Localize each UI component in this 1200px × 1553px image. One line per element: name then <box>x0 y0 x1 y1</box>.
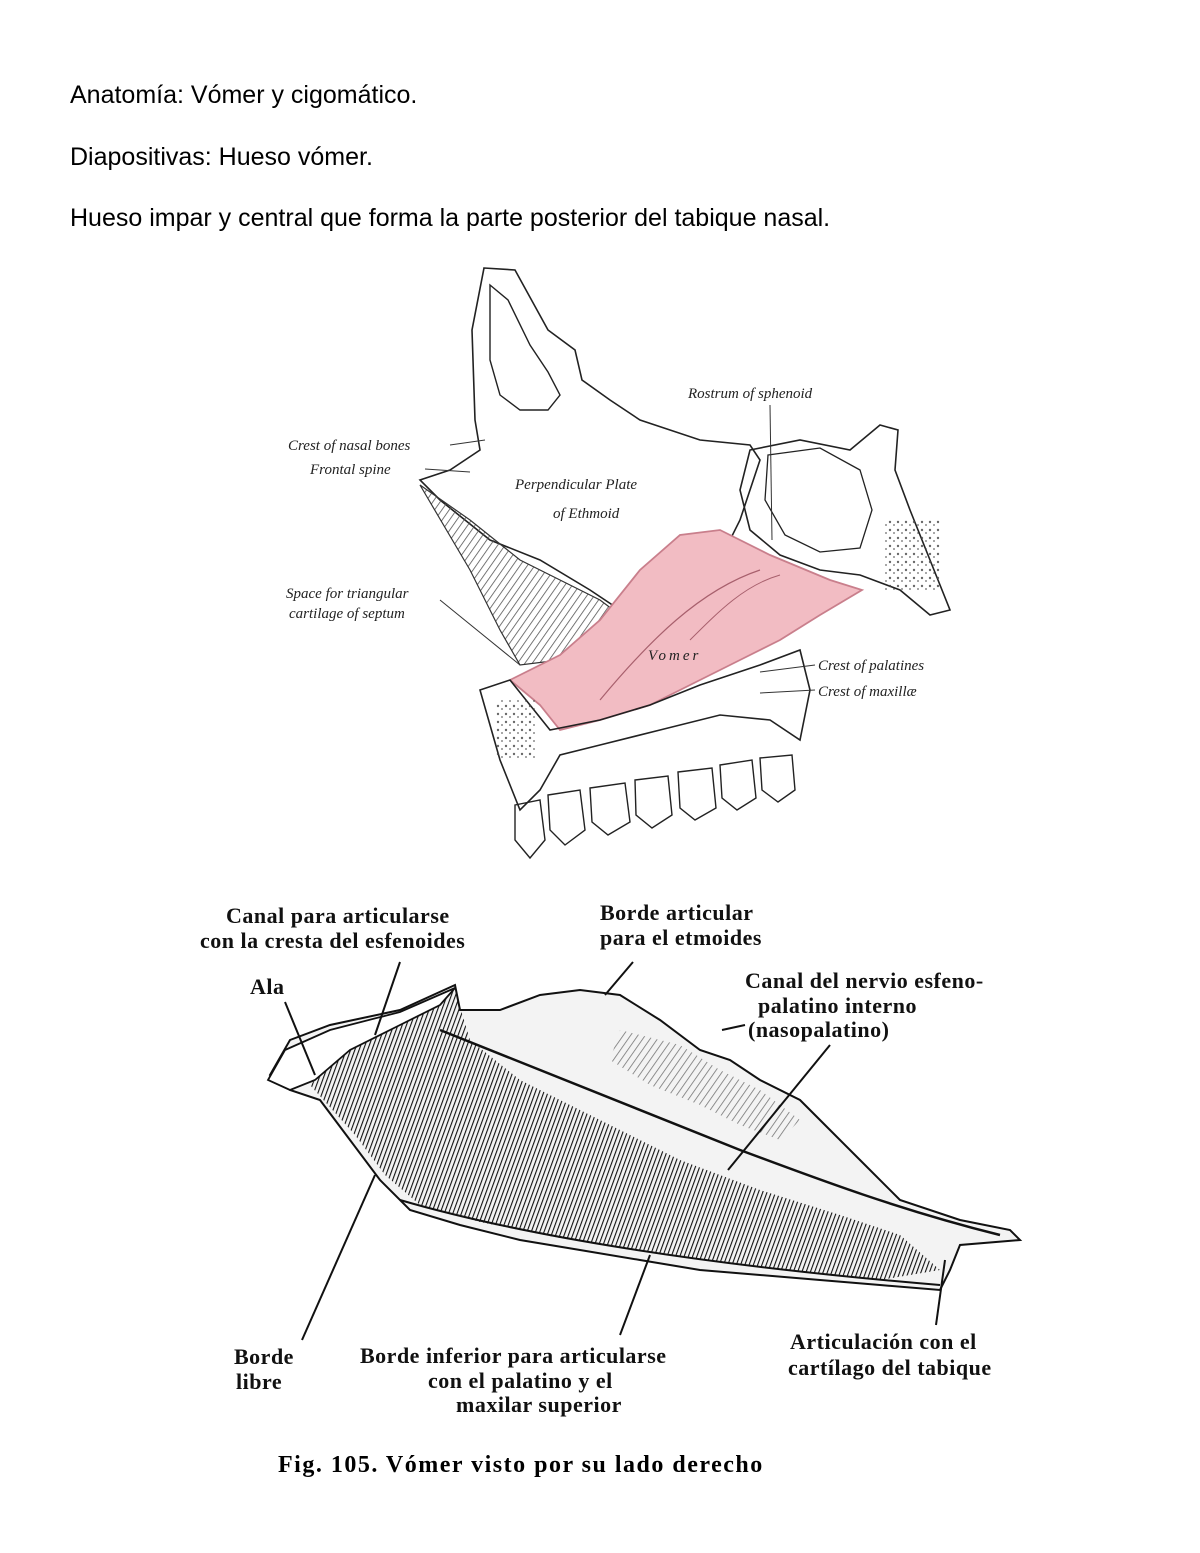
vomer-shaded-upper <box>610 1030 800 1140</box>
sphenoid-sinus-shape <box>764 447 873 553</box>
label-perp-plate-1: Perpendicular Plate <box>514 477 637 493</box>
tooth <box>677 767 717 821</box>
vomer-shaded-area <box>310 990 940 1280</box>
vomer-groove-line <box>599 569 761 701</box>
frontal-sinus-shape <box>489 283 561 411</box>
label-borde-libre-2: libre <box>236 1369 282 1394</box>
label-nervio-1: Canal del nervio esfeno- <box>745 968 984 993</box>
label-canal-1: Canal para articularse <box>226 903 450 928</box>
sphenoid-spongy-area <box>885 520 940 590</box>
tooth <box>514 799 546 860</box>
tooth <box>634 775 673 829</box>
label-vomer: Vomer <box>648 648 701 664</box>
description-line: Hueso impar y central que forma la parte… <box>70 204 831 232</box>
nasopalatine-canal-line <box>439 1028 1001 1237</box>
label-space-1: Space for triangular <box>286 586 409 602</box>
label-borde-articular-2: para el etmoides <box>600 925 762 950</box>
vomer-groove-line-2 <box>689 574 781 641</box>
label-crest-nasal: Crest of nasal bones <box>288 438 411 454</box>
label-canal-2: con la cresta del esfenoides <box>200 928 465 953</box>
figure-1-illustration: Rostrum of sphenoid Crest of nasal bones… <box>286 267 952 860</box>
label-borde-inferior-2: con el palatino y el <box>428 1368 613 1393</box>
ala-wing-shape <box>266 987 456 1091</box>
label-nervio-2: palatino interno <box>758 993 917 1018</box>
tooth <box>547 789 586 846</box>
label-frontal-spine: Frontal spine <box>309 462 391 478</box>
figure-2-leader-lines <box>284 961 946 1341</box>
label-rostrum: Rostrum of sphenoid <box>687 386 813 402</box>
label-borde-articular-1: Borde articular <box>600 900 754 925</box>
label-borde-inferior-1: Borde inferior para articularse <box>360 1343 667 1368</box>
figure-1-leader-lines <box>424 404 816 694</box>
tooth <box>759 754 796 803</box>
label-nervio-3: (nasopalatino) <box>748 1017 889 1042</box>
heading-line: Anatomía: Vómer y cigomático. <box>70 81 418 109</box>
tooth <box>719 759 757 811</box>
label-crest-maxillae: Crest of maxillæ <box>818 684 917 700</box>
figure-caption: Fig. 105. Vómer visto por su lado derech… <box>278 1452 764 1478</box>
sphenoid-shape <box>739 424 952 616</box>
label-space-2: cartilage of septum <box>289 606 405 622</box>
label-crest-palatines: Crest of palatines <box>818 658 924 674</box>
maxilla-spongy-area <box>495 700 535 760</box>
label-borde-libre-1: Borde <box>234 1344 294 1369</box>
teeth-row <box>514 754 796 860</box>
tooth <box>589 782 631 836</box>
label-articulacion-1: Articulación con el <box>790 1329 977 1354</box>
slides-line: Diapositivas: Hueso vómer. <box>70 143 373 171</box>
label-ala: Ala <box>250 974 285 999</box>
label-perp-plate-2: of Ethmoid <box>553 506 620 522</box>
figure-2-illustration: Canal para articularse con la cresta del… <box>200 900 1023 1478</box>
label-borde-inferior-3: maxilar superior <box>456 1392 622 1417</box>
label-articulacion-2: cartílago del tabique <box>788 1355 992 1380</box>
palate-shape <box>479 648 811 812</box>
inferior-border-line <box>399 1199 941 1286</box>
